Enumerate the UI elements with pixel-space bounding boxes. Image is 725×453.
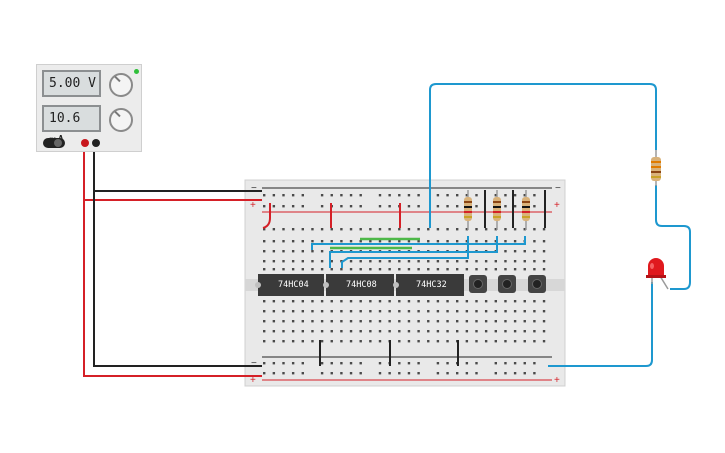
led-indicator-icon: [134, 69, 139, 74]
wire-red-jumper-1[interactable]: [262, 203, 271, 229]
current-display: 10.6 mA: [42, 105, 101, 149]
voltage-display: 5.00 V: [42, 70, 101, 97]
adjust-knob-icon[interactable]: [109, 108, 133, 132]
bottom-rail-plus-sign: +: [250, 375, 256, 386]
rail-minus-sign: −: [251, 183, 257, 194]
wire-blue-2[interactable]: [329, 236, 498, 268]
wire-blue-4[interactable]: [429, 83, 657, 228]
positive-terminal[interactable]: [81, 139, 89, 147]
wire-blue-6[interactable]: [548, 282, 653, 367]
bottom-rail-minus-sign: −: [251, 358, 257, 369]
resistor-2[interactable]: [493, 190, 501, 230]
adjust-knob-icon[interactable]: [109, 73, 133, 97]
rail-plus-sign: +: [250, 200, 256, 211]
wire-black-bottom[interactable]: [93, 160, 262, 367]
wire-blue-1[interactable]: [311, 236, 526, 250]
rail-minus-sign-right: −: [555, 183, 561, 194]
wire-red-bottom[interactable]: [83, 160, 262, 377]
wire-blue-3[interactable]: [341, 236, 469, 268]
power-supply[interactable]: 5.00 V 10.6 mA: [36, 64, 142, 152]
resistor-external[interactable]: [651, 150, 661, 186]
resistor-3[interactable]: [522, 190, 530, 230]
chip-74hc08[interactable]: 74HC08: [323, 274, 394, 296]
negative-terminal[interactable]: [92, 139, 100, 147]
power-switch-icon[interactable]: [43, 138, 65, 148]
pushbutton-3[interactable]: [528, 275, 546, 293]
resistor-1[interactable]: [464, 190, 472, 230]
chip-74hc04[interactable]: 74HC04: [255, 274, 324, 296]
pushbutton-2[interactable]: [498, 275, 516, 293]
rail-plus-sign-right: +: [554, 200, 560, 211]
led[interactable]: [646, 258, 669, 290]
wire-blue-5[interactable]: [655, 185, 691, 290]
bottom-rail-plus-sign-right: +: [554, 375, 560, 386]
chip-74hc32[interactable]: 74HC32: [393, 274, 464, 296]
pushbutton-1[interactable]: [469, 275, 487, 293]
